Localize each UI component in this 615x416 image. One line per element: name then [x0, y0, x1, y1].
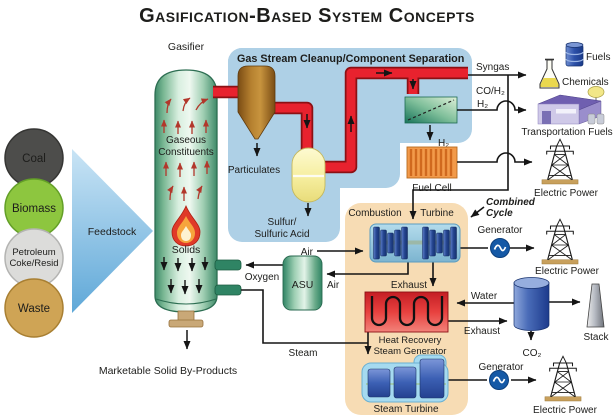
combustion-turbine-unit: Combustion Turbine [348, 208, 461, 263]
sulfur-vessel: Sulfur/ Sulfuric Acid [254, 147, 326, 240]
gasifier-outlet-spout [177, 310, 195, 322]
solids-down-arrows [160, 257, 209, 295]
combined-cycle-label-2: Cycle [486, 208, 513, 219]
fuel-cell-unit: Fuel Cell [406, 146, 458, 194]
sulfur-label-1: Sulfur/ [268, 217, 297, 228]
solids-label: Solids [172, 244, 201, 256]
co2-separator-vessel [513, 277, 550, 331]
hrsg-label-1: Heat Recovery [379, 335, 442, 346]
feedstock-group: Coal Biomass Petroleum Coke/Resid Waste … [4, 128, 153, 338]
fuel-drum-icon [565, 42, 584, 67]
biomass-label: Biomass [12, 203, 56, 215]
transportation-fuels-label: Transportation Fuels [521, 127, 612, 138]
generator-icon-2: Generator [478, 362, 524, 390]
flow-syngas-to-turbine-line [409, 75, 509, 220]
chemicals-flask-icon [539, 58, 560, 89]
flow-steam-line [241, 289, 368, 344]
asu-label: ASU [292, 279, 314, 291]
chemicals-label: Chemicals [562, 77, 609, 88]
flow-lines [241, 71, 581, 384]
feedstock-label: Feedstock [88, 226, 137, 238]
particulates-label: Particulates [228, 165, 280, 176]
electric-power-label-1: Electric Power [534, 188, 599, 199]
hrsg-unit: Heat Recovery Steam Generator [364, 291, 449, 357]
steam-label: Steam [289, 348, 318, 359]
waste-label: Waste [18, 303, 50, 315]
oxygen-inlet-pipe [214, 259, 242, 271]
steam-turbine-unit: Steam Turbine [361, 354, 449, 415]
steam-outlet-pipe [214, 284, 242, 296]
syngas-pipes [213, 66, 468, 174]
stack-label: Stack [583, 332, 609, 343]
petroleum-label-2: Coke/Resid [9, 258, 58, 269]
gaseous-up-arrows [161, 97, 210, 201]
gasifier-label: Gasifier [168, 41, 205, 53]
exhaust-turbine-label: Exhaust [391, 280, 427, 291]
gaseous-label-2: Constituents [158, 147, 214, 158]
water-label: Water [471, 291, 498, 302]
gaseous-label-1: Gaseous [166, 135, 206, 146]
fuel-cell-label: Fuel Cell [412, 183, 451, 194]
combustion-label: Combustion [348, 208, 401, 219]
gasifier-internals: Gaseous Constituents Solids [158, 97, 214, 295]
byproducts-label: Marketable Solid By-Products [99, 365, 237, 377]
air-turbine-label: Air [301, 247, 314, 258]
syngas-label: Syngas [476, 62, 509, 73]
sulfur-label-2: Sulfuric Acid [254, 229, 309, 240]
asu-unit: ASU [282, 255, 323, 311]
flow-air-asu-line [326, 262, 409, 278]
transmission-tower-icon-1 [541, 138, 579, 185]
turbine-label: Turbine [420, 208, 454, 219]
combined-cycle-label-1: Combined [486, 197, 536, 208]
membrane-h2-label: H₂ [438, 138, 449, 149]
feedstock-arrow [72, 149, 153, 313]
page-title: Gasification-Based System Concepts [139, 5, 475, 27]
coal-label: Coal [22, 153, 46, 165]
flame-icon [171, 204, 201, 247]
electric-power-label-3: Electric Power [533, 405, 598, 416]
transmission-tower-icon-3 [544, 355, 582, 402]
co2-label: CO₂ [523, 348, 542, 359]
electric-power-label-2: Electric Power [535, 266, 600, 277]
cyclone-vessel: Particulates [228, 65, 280, 176]
stack-icon: Stack [583, 283, 610, 343]
petroleum-label-1: Petroleum [12, 247, 55, 258]
hrsg-label-2: Steam Generator [374, 346, 447, 357]
generator-icon-1: Generator [477, 225, 523, 258]
refinery-icon [537, 86, 605, 125]
waste-circle [4, 278, 64, 338]
co-h2-label: CO/H₂ [476, 86, 505, 97]
flow-fuelcell-power-line [457, 152, 533, 166]
oxygen-label: Oxygen [245, 272, 279, 283]
transmission-tower-icon-2 [541, 218, 579, 265]
h2-label: H₂ [477, 99, 488, 110]
generator-label-2: Generator [478, 362, 524, 373]
air-asu-label: Air [327, 280, 340, 291]
steam-turbine-label: Steam Turbine [373, 404, 438, 415]
flow-h2-line [457, 100, 527, 114]
combined-cycle-arrow [470, 206, 485, 218]
exhaust-hrsg-label: Exhaust [464, 326, 500, 337]
fuels-label: Fuels [586, 52, 610, 63]
generator-label-1: Generator [477, 225, 523, 236]
cleanup-title: Gas Stream Cleanup/Component Separation [237, 53, 464, 65]
membrane-unit: H₂ [404, 96, 458, 149]
